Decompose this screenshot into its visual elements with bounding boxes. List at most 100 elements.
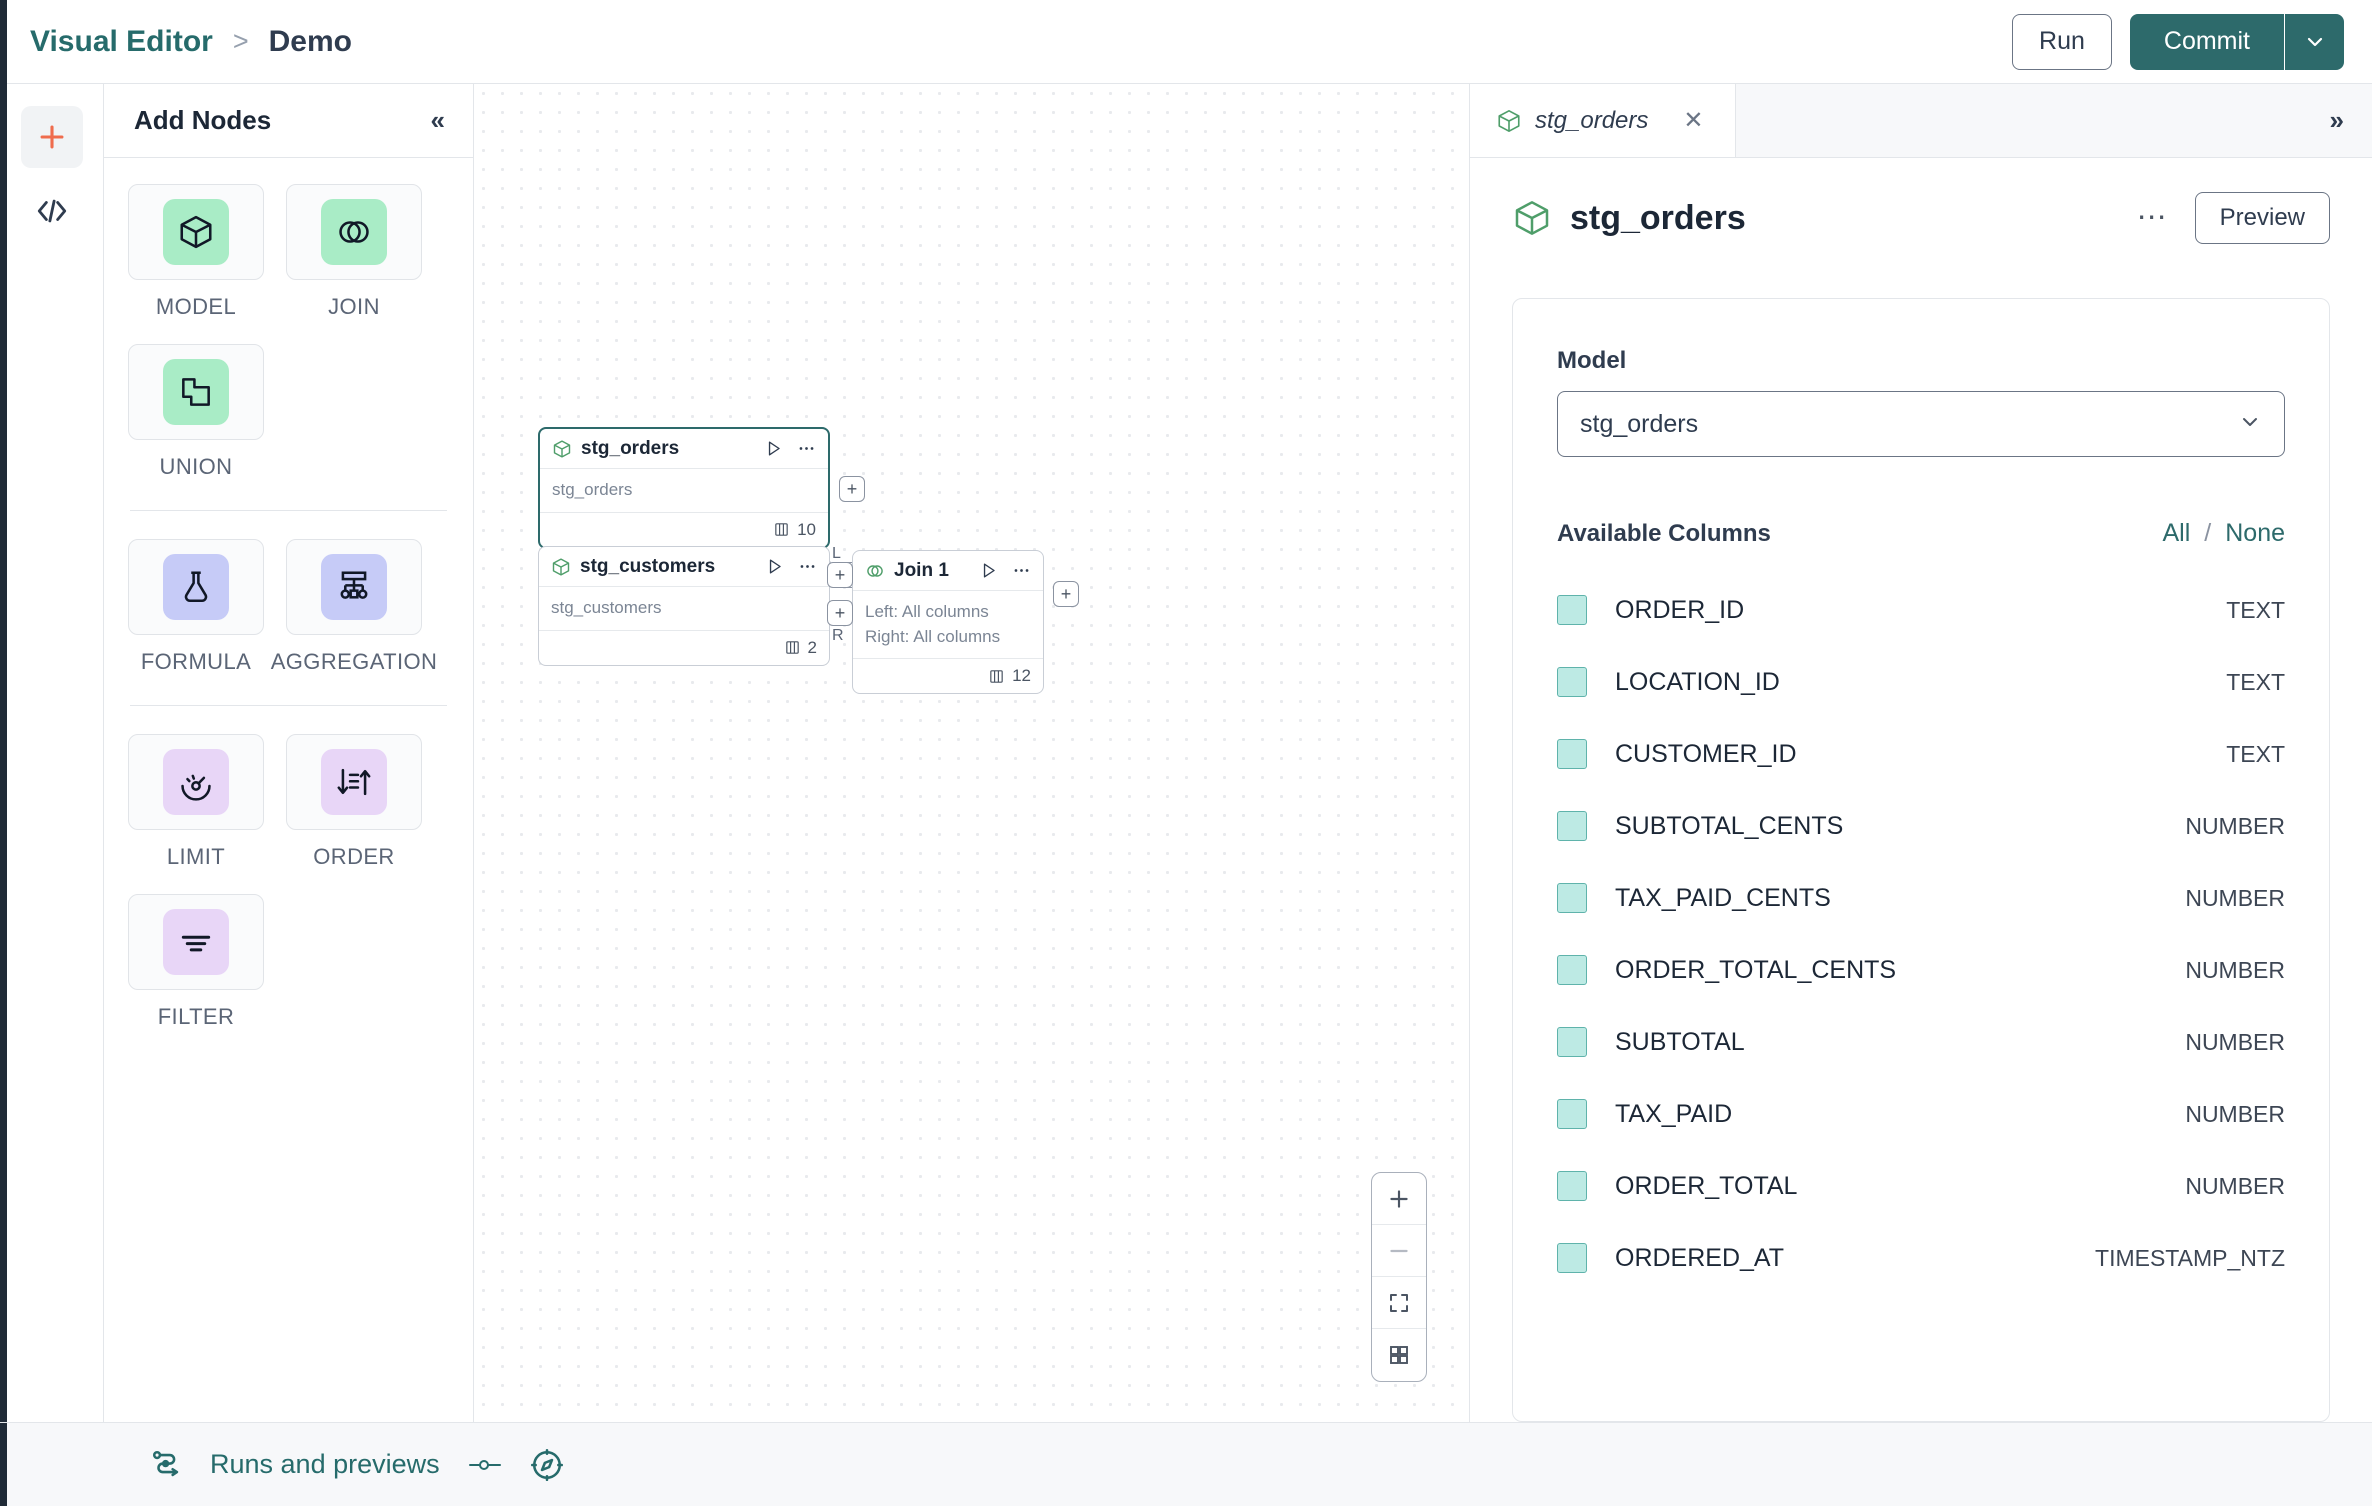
model-select[interactable]: stg_orders: [1557, 391, 2285, 457]
column-checkbox[interactable]: [1557, 1243, 1587, 1273]
column-row[interactable]: TAX_PAID NUMBER: [1557, 1078, 2285, 1150]
palette-item-union[interactable]: UNION: [128, 344, 264, 480]
plus-icon: [40, 125, 63, 149]
column-checkbox[interactable]: [1557, 1027, 1587, 1057]
select-none-link[interactable]: None: [2225, 519, 2285, 547]
venn-circles-icon: [867, 564, 883, 577]
output-port-add-button[interactable]: +: [839, 476, 865, 502]
input-port-left[interactable]: +: [827, 562, 853, 588]
commit-button[interactable]: Commit: [2129, 13, 2284, 70]
play-icon[interactable]: [979, 561, 998, 580]
flow-node-header: stg_customers: [539, 547, 829, 587]
preview-button[interactable]: Preview: [2194, 192, 2330, 244]
column-name: TAX_PAID_CENTS: [1615, 883, 1831, 912]
chevrons-left-icon[interactable]: «: [430, 105, 446, 135]
flow-node-column-count: 12: [1012, 666, 1031, 686]
palette-swatch: [321, 199, 387, 265]
more-icon[interactable]: [1012, 561, 1031, 580]
runs-and-previews-label[interactable]: Runs and previews: [210, 1449, 440, 1479]
flow-node-stg-orders[interactable]: stg_orders stg_orders 10 +: [538, 427, 865, 549]
palette-item-limit[interactable]: LIMIT: [128, 734, 264, 870]
column-checkbox[interactable]: [1557, 1171, 1587, 1201]
run-button[interactable]: Run: [2012, 13, 2112, 70]
column-row[interactable]: SUBTOTAL NUMBER: [1557, 1006, 2285, 1078]
chevron-down-icon: [2307, 37, 2322, 46]
flow-canvas[interactable]: stg_orders stg_orders 10 +: [474, 84, 1470, 1422]
window-edge-accent: [0, 0, 7, 84]
column-row[interactable]: ORDER_ID TEXT: [1557, 574, 2285, 646]
breadcrumb: Visual Editor > Demo: [30, 25, 352, 59]
add-panel-button[interactable]: [20, 106, 83, 168]
minimap-toggle-button[interactable]: [1372, 1329, 1426, 1381]
column-row[interactable]: TAX_PAID_CENTS NUMBER: [1557, 862, 2285, 934]
flow-node-title: Join 1: [894, 559, 949, 581]
column-checkbox[interactable]: [1557, 1099, 1587, 1129]
column-checkbox[interactable]: [1557, 811, 1587, 841]
flow-node-join-1[interactable]: Join 1 Left: All columns Right: All colu…: [827, 545, 1079, 695]
inspector-tab-stg-orders[interactable]: stg_orders ✕: [1470, 84, 1736, 157]
select-all-link[interactable]: All: [2162, 519, 2191, 547]
icon-rail: [0, 84, 104, 1422]
more-icon[interactable]: ⋯: [2136, 201, 2169, 234]
palette-label: UNION: [159, 454, 233, 479]
column-row[interactable]: LOCATION_ID TEXT: [1557, 646, 2285, 718]
available-columns-title: Available Columns: [1557, 519, 1771, 547]
slider-icon[interactable]: [466, 1453, 504, 1477]
column-checkbox[interactable]: [1557, 667, 1587, 697]
flow-node-stg-customers[interactable]: stg_customers stg_customers 2 +: [538, 546, 865, 666]
column-row[interactable]: CUSTOMER_ID TEXT: [1557, 718, 2285, 790]
column-type: NUMBER: [2185, 956, 2285, 983]
fit-view-button[interactable]: [1372, 1277, 1426, 1329]
column-checkbox[interactable]: [1557, 955, 1587, 985]
code-view-button[interactable]: [21, 180, 83, 242]
flow-node-actions: [979, 561, 1031, 580]
column-row[interactable]: ORDER_TOTAL NUMBER: [1557, 1150, 2285, 1222]
column-name: ORDER_TOTAL: [1615, 1171, 1798, 1200]
palette-item-model[interactable]: MODEL: [128, 184, 264, 320]
inspector-actions: ⋯ Preview: [2137, 192, 2330, 244]
add-nodes-header: Add Nodes «: [104, 84, 473, 158]
palette-tile: [128, 734, 264, 830]
palette-item-join[interactable]: JOIN: [286, 184, 422, 320]
play-icon[interactable]: [764, 439, 783, 458]
column-checkbox[interactable]: [1557, 595, 1587, 625]
zoom-out-button[interactable]: [1372, 1225, 1426, 1277]
bottom-edge-accent: [0, 1423, 7, 1506]
chevrons-right-icon[interactable]: »: [2329, 105, 2344, 135]
output-port-add-button[interactable]: +: [1053, 581, 1079, 607]
more-icon[interactable]: [797, 439, 816, 458]
top-bar: Visual Editor > Demo Run Commit: [0, 0, 2372, 84]
commit-dropdown-button[interactable]: [2284, 13, 2344, 70]
cube-icon: [1498, 109, 1520, 132]
flow-icon[interactable]: [150, 1448, 184, 1482]
column-type: NUMBER: [2185, 1028, 2285, 1055]
input-port-right[interactable]: +: [827, 600, 853, 626]
palette-item-filter[interactable]: FILTER: [128, 894, 264, 1030]
palette-item-order[interactable]: ORDER: [286, 734, 422, 870]
close-icon[interactable]: ✕: [1683, 107, 1704, 134]
cube-icon: [553, 439, 571, 458]
palette-item-formula[interactable]: FORMULA: [128, 539, 264, 675]
bottom-bar: Runs and previews: [0, 1422, 2372, 1506]
palette-divider: [130, 510, 447, 511]
flow-node-subtitle-left: Left: All columns: [865, 602, 989, 621]
column-row[interactable]: SUBTOTAL_CENTS NUMBER: [1557, 790, 2285, 862]
column-type: TEXT: [2226, 668, 2285, 695]
palette-tile: [128, 894, 264, 990]
add-nodes-panel: Add Nodes « MODEL: [104, 84, 474, 1422]
palette-item-aggregation[interactable]: AGGREGATION: [271, 539, 437, 675]
more-icon[interactable]: [798, 557, 817, 576]
compass-icon[interactable]: [530, 1448, 564, 1482]
column-row[interactable]: ORDERED_AT TIMESTAMP_NTZ: [1557, 1222, 2285, 1294]
breadcrumb-root-link[interactable]: Visual Editor: [30, 24, 213, 58]
play-icon[interactable]: [765, 557, 784, 576]
select-separator: /: [2204, 519, 2212, 547]
column-select-actions: All / None: [2162, 519, 2285, 548]
column-checkbox[interactable]: [1557, 739, 1587, 769]
palette-swatch: [163, 749, 229, 815]
column-checkbox[interactable]: [1557, 883, 1587, 913]
hierarchy-icon: [340, 571, 368, 599]
zoom-in-button[interactable]: [1372, 1173, 1426, 1225]
column-row[interactable]: ORDER_TOTAL_CENTS NUMBER: [1557, 934, 2285, 1006]
column-name: TAX_PAID: [1615, 1099, 1733, 1128]
